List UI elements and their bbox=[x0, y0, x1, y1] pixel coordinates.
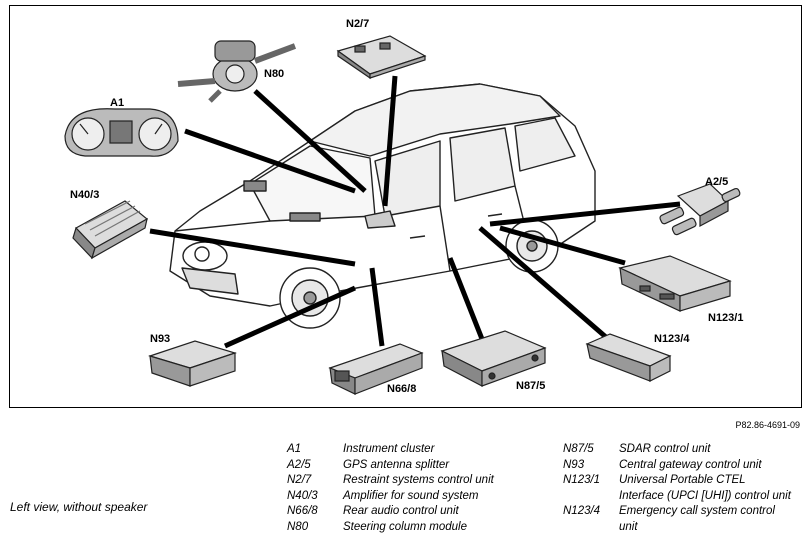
leader-line-a25 bbox=[489, 201, 681, 227]
legend-description: Universal Portable CTEL Interface (UPCI … bbox=[619, 474, 791, 502]
callout-n875: N87/5 bbox=[516, 380, 546, 392]
vehicle-component-diagram: A1 N2/7 N80 N40/3 A2/5 N123/1 N123/4 N93… bbox=[9, 5, 802, 408]
reference-code: P82.86-4691-09 bbox=[735, 420, 800, 430]
leader-line-n1234 bbox=[478, 226, 609, 340]
legend-description: Steering column module bbox=[343, 520, 468, 533]
legend-row: N2/7 Restraint systems control unit bbox=[287, 473, 513, 489]
legend-code: N123/1 bbox=[563, 474, 601, 486]
legend-row: N80 Steering column module bbox=[287, 520, 513, 536]
legend-description: Emergency call system control unit bbox=[619, 505, 775, 533]
steering-column-module-icon bbox=[177, 40, 297, 103]
leader-line-n80 bbox=[253, 89, 367, 193]
legend-row: N123/4 Emergency call system control uni… bbox=[563, 504, 791, 535]
leader-line-n1231 bbox=[499, 225, 626, 266]
legend-description: GPS antenna splitter bbox=[343, 458, 450, 471]
upci-control-unit-icon bbox=[618, 255, 732, 312]
leader-line-n27 bbox=[382, 75, 398, 207]
leader-line-n668 bbox=[369, 267, 385, 347]
legend-row: N93 Central gateway control unit bbox=[563, 458, 791, 474]
legend-code: A1 bbox=[287, 443, 302, 455]
legend-row: A1 Instrument cluster bbox=[287, 442, 513, 458]
central-gateway-control-unit-icon bbox=[148, 340, 237, 387]
legend-description: Restraint systems control unit bbox=[343, 474, 494, 486]
rear-audio-control-unit-icon bbox=[328, 343, 424, 395]
leader-line-a1 bbox=[184, 128, 356, 194]
callout-n1231: N123/1 bbox=[708, 312, 744, 324]
legend-code: A2/5 bbox=[287, 458, 311, 471]
legend-description: Central gateway control unit bbox=[619, 458, 762, 471]
legend-code: N80 bbox=[287, 520, 309, 533]
legend-row: N66/8 Rear audio control unit bbox=[287, 504, 513, 520]
leader-line-n93 bbox=[223, 285, 357, 349]
legend-row: N123/1 Universal Portable CTEL Interface… bbox=[563, 473, 791, 504]
legend-row: A2/5 GPS antenna splitter bbox=[287, 458, 513, 474]
callout-n80: N80 bbox=[264, 68, 285, 80]
legend-description: Rear audio control unit bbox=[343, 505, 459, 517]
legend-description: Instrument cluster bbox=[343, 443, 435, 455]
legend-code: N123/4 bbox=[563, 505, 601, 517]
leader-line-n875 bbox=[447, 257, 485, 340]
legend-code: N2/7 bbox=[287, 474, 312, 486]
restraint-control-unit-icon bbox=[336, 35, 427, 80]
callout-n1234: N123/4 bbox=[654, 333, 690, 345]
callout-a25: A2/5 bbox=[705, 176, 729, 188]
diagram-artwork bbox=[64, 35, 741, 395]
emergency-call-control-unit-icon bbox=[585, 333, 672, 382]
legend-description: SDAR control unit bbox=[619, 443, 711, 455]
sdar-control-unit-icon bbox=[440, 330, 547, 387]
callout-n93: N93 bbox=[150, 333, 171, 345]
gps-antenna-splitter-icon bbox=[659, 183, 741, 236]
legend-code: N40/3 bbox=[287, 489, 318, 502]
legend-right: N87/5 SDAR control unit N93 Central gate… bbox=[563, 442, 791, 535]
legend-code: N66/8 bbox=[287, 505, 318, 517]
instrument-cluster-icon bbox=[64, 108, 179, 157]
legend-code: N87/5 bbox=[563, 443, 594, 455]
leader-lines bbox=[149, 75, 681, 349]
sound-amplifier-icon bbox=[72, 200, 149, 260]
legend-row: N40/3 Amplifier for sound system bbox=[287, 489, 513, 505]
callout-a1: A1 bbox=[110, 97, 125, 109]
leader-line-n403 bbox=[149, 228, 356, 267]
callout-n403: N40/3 bbox=[70, 189, 100, 201]
legend-code: N93 bbox=[563, 458, 585, 471]
legend-row: N87/5 SDAR control unit bbox=[563, 442, 791, 458]
vehicle-illustration bbox=[169, 83, 596, 329]
callout-n668: N66/8 bbox=[387, 383, 417, 395]
callout-n27: N2/7 bbox=[346, 18, 370, 30]
view-caption: Left view, without speaker bbox=[10, 500, 148, 514]
legend-left: A1 Instrument cluster A2/5 GPS antenna s… bbox=[287, 442, 513, 535]
legend-description: Amplifier for sound system bbox=[343, 489, 479, 502]
